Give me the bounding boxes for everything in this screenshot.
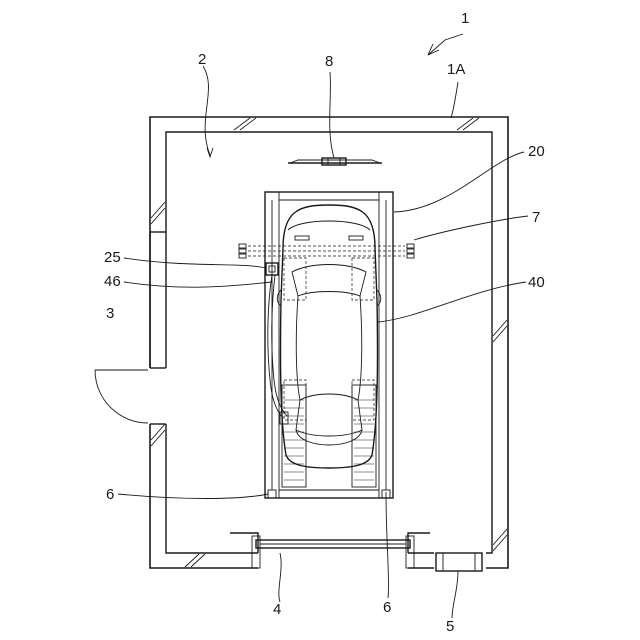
label-camera: 7	[532, 209, 540, 226]
label-unit: 25	[104, 249, 121, 266]
label-vehicle: 40	[528, 274, 545, 291]
label-outlet: 5	[446, 618, 454, 635]
label-guide-left: 6	[106, 486, 114, 503]
label-fig: 1	[461, 10, 469, 27]
label-room: 2	[198, 51, 206, 68]
label-entrance: 3	[106, 305, 114, 322]
label-cable: 46	[104, 273, 121, 290]
building-walls	[147, 117, 508, 572]
label-building: 1A	[447, 61, 465, 78]
label-shutter: 4	[273, 601, 281, 618]
label-guide-right: 6	[383, 599, 391, 616]
label-device: 20	[528, 143, 545, 160]
label-light: 8	[325, 53, 333, 70]
